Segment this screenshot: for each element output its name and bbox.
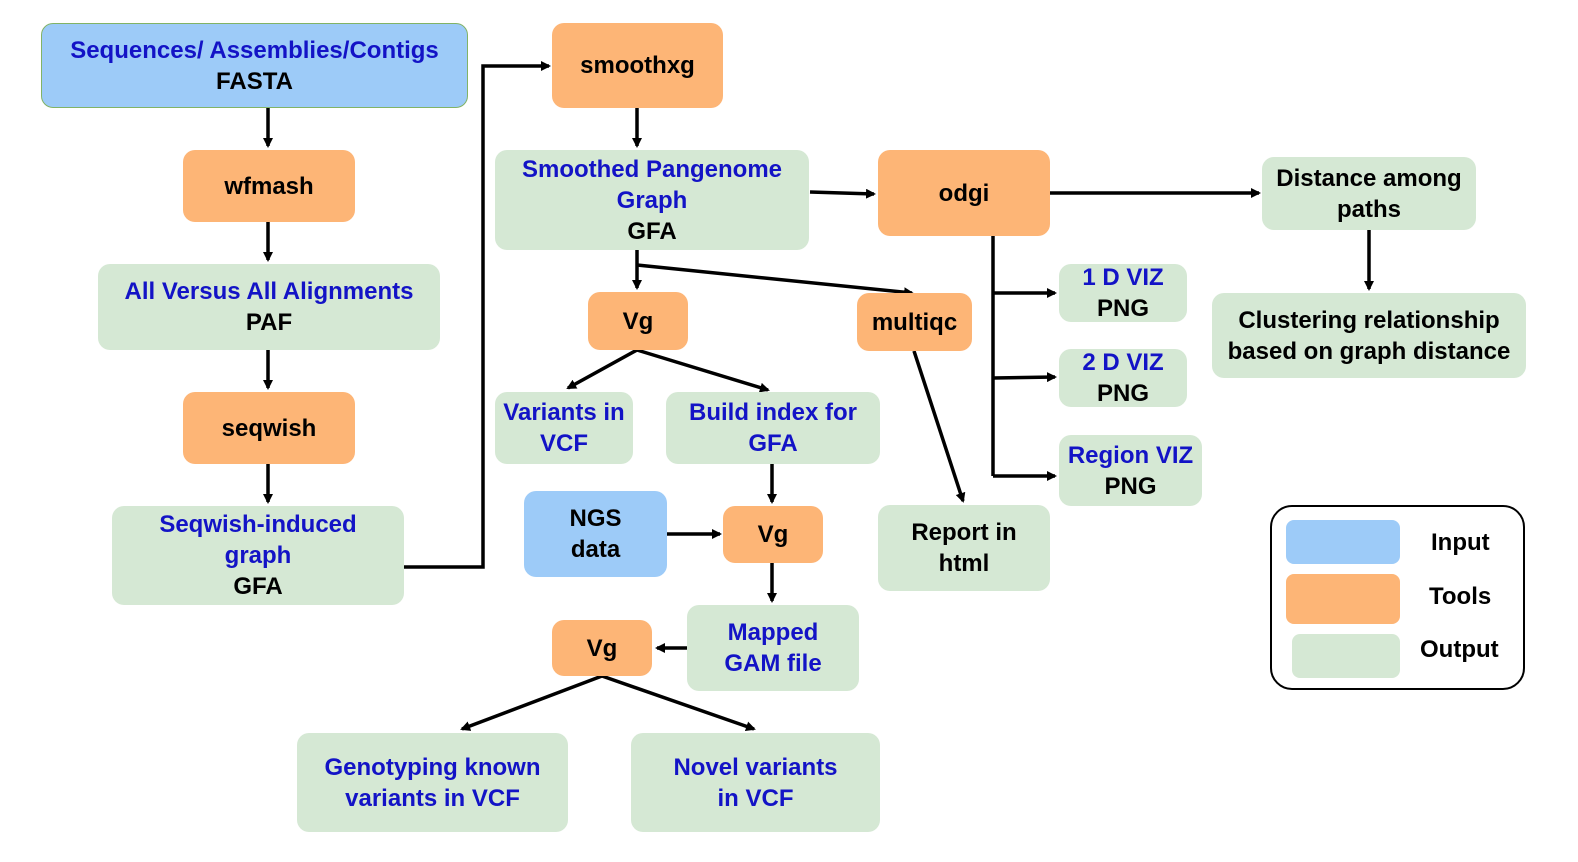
smoothed-graph-label-2: Graph xyxy=(616,186,688,214)
arrow-odgi-to-2d-viz xyxy=(992,372,1057,383)
vg-tool-box-top: Vg xyxy=(588,292,688,350)
legend-input-swatch xyxy=(1286,520,1400,564)
smoothed-pangenome-graph-box: Smoothed Pangenome Graph GFA xyxy=(495,150,809,250)
arrow-smoothed-graph-to-multiqc xyxy=(636,263,914,298)
genotyping-known-variants-box: Genotyping known variants in VCF xyxy=(297,733,568,832)
vg-top-label: Vg xyxy=(622,307,654,335)
sequences-label: Sequences/ Assemblies/Contigs xyxy=(70,36,439,64)
vg-bottom-label: Vg xyxy=(586,634,618,662)
odgi-tool-box: odgi xyxy=(878,150,1050,236)
viz-2d-png-label: PNG xyxy=(1096,380,1149,407)
mapped-gam-box: Mapped GAM file xyxy=(687,605,859,691)
legend-output-label: Output xyxy=(1420,636,1499,663)
seqwish-graph-box: Seqwish-induced graph GFA xyxy=(112,506,404,605)
viz-2d-box: 2 D VIZ PNG xyxy=(1059,349,1187,407)
region-viz-label: Region VIZ xyxy=(1067,441,1194,469)
arrow-smoothed-graph-to-odgi xyxy=(809,188,876,199)
viz-1d-label: 1 D VIZ xyxy=(1082,264,1164,291)
genotyping-label-1: Genotyping known xyxy=(324,753,541,781)
smoothed-gfa-label: GFA xyxy=(627,217,677,245)
arrow-multiqc-to-report xyxy=(912,350,966,503)
distance-among-paths-box: Distance among paths xyxy=(1262,157,1476,230)
multiqc-label: multiqc xyxy=(871,308,958,336)
arrow-vg-to-genotyping xyxy=(460,674,603,731)
fasta-label: FASTA xyxy=(216,67,293,95)
clustering-label-2: based on graph distance xyxy=(1227,337,1511,365)
legend: Input Tools Output xyxy=(1270,505,1525,690)
multiqc-tool-box: multiqc xyxy=(857,293,972,351)
legend-input-label: Input xyxy=(1431,529,1490,556)
smoothxg-label: smoothxg xyxy=(580,52,695,79)
novel-variants-label-2: in VCF xyxy=(717,784,794,812)
build-index-box: Build index for GFA xyxy=(666,392,880,464)
report-html-box: Report in html xyxy=(878,505,1050,591)
viz-2d-label: 2 D VIZ xyxy=(1082,349,1164,376)
wfmash-label: wfmash xyxy=(224,172,314,200)
legend-tools-swatch xyxy=(1286,574,1400,624)
legend-output-swatch xyxy=(1292,634,1400,678)
seqwish-tool-box: seqwish xyxy=(183,392,355,464)
seqwish-graph-label-2: graph xyxy=(224,542,292,569)
report-label-1: Report in xyxy=(911,519,1017,546)
seqwish-label: seqwish xyxy=(221,414,317,442)
distance-label-1: Distance among xyxy=(1276,164,1462,192)
variants-vcf-box: Variants in VCF xyxy=(495,392,633,464)
novel-variants-box: Novel variants in VCF xyxy=(631,733,880,832)
genotyping-label-2: variants in VCF xyxy=(345,784,520,812)
paf-label: PAF xyxy=(245,309,293,336)
arrow-graph-to-smoothxg xyxy=(402,61,551,569)
report-label-2: html xyxy=(938,550,990,577)
ngs-label-1: NGS xyxy=(569,505,622,532)
alignments-label: All Versus All Alignments xyxy=(124,278,414,305)
region-viz-png-label: PNG xyxy=(1104,472,1157,500)
odgi-label: odgi xyxy=(938,179,990,207)
arrow-vg-to-variants xyxy=(566,348,638,390)
vg-mid-label: Vg xyxy=(757,521,789,548)
novel-variants-label-1: Novel variants xyxy=(673,753,838,781)
legend-tools-label: Tools xyxy=(1429,583,1492,610)
all-vs-all-alignments-box: All Versus All Alignments PAF xyxy=(98,264,440,350)
variants-label-2: VCF xyxy=(540,430,588,457)
viz-1d-png-label: PNG xyxy=(1096,295,1149,322)
variants-label-1: Variants in xyxy=(503,399,625,426)
arrow-vg-to-novel-variants xyxy=(601,674,756,732)
clustering-relationship-box: Clustering relationship based on graph d… xyxy=(1212,293,1526,378)
clustering-label-1: Clustering relationship xyxy=(1238,306,1500,334)
build-index-label-1: Build index for xyxy=(689,399,857,426)
build-index-label-2: GFA xyxy=(748,430,798,457)
mapped-gam-label-1: Mapped xyxy=(727,619,819,646)
vg-tool-box-mid: Vg xyxy=(723,506,823,563)
region-viz-box: Region VIZ PNG xyxy=(1059,435,1202,506)
seqwish-gfa-label: GFA xyxy=(233,573,283,600)
arrow-vg-to-build-index xyxy=(636,348,770,393)
distance-label-2: paths xyxy=(1336,195,1401,223)
smoothed-graph-label-1: Smoothed Pangenome xyxy=(521,155,783,183)
sequences-fasta-box: Sequences/ Assemblies/Contigs FASTA xyxy=(41,23,468,108)
ngs-data-box: NGS data xyxy=(524,491,667,577)
wfmash-tool-box: wfmash xyxy=(183,150,355,222)
mapped-gam-label-2: GAM file xyxy=(724,650,822,677)
vg-tool-box-bottom: Vg xyxy=(552,620,652,676)
ngs-label-2: data xyxy=(570,536,621,563)
smoothxg-tool-box: smoothxg xyxy=(552,23,723,108)
seqwish-graph-label-1: Seqwish-induced xyxy=(159,511,357,538)
viz-1d-box: 1 D VIZ PNG xyxy=(1059,264,1187,322)
